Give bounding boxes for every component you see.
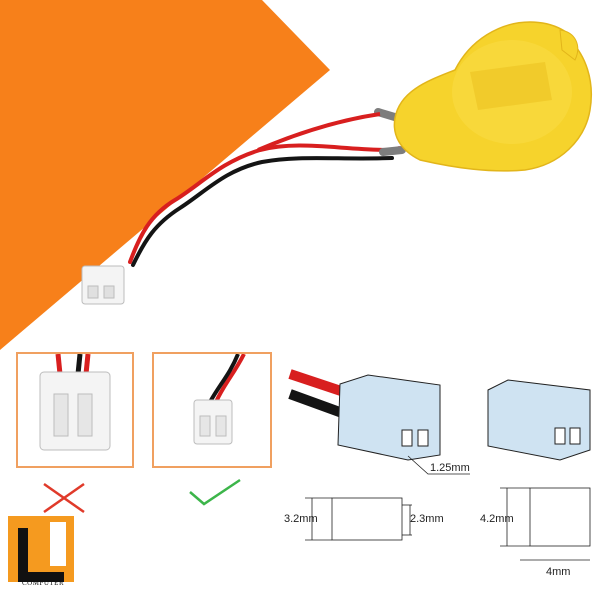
- diagram-small-slot-right: [417, 429, 429, 447]
- black-wire: [131, 156, 394, 267]
- correct-connector-photo: [193, 353, 246, 445]
- battery-tape: [470, 62, 552, 110]
- main-connector-slot-left: [87, 285, 99, 299]
- diagram-large-slot-left: [554, 427, 566, 445]
- label-small-width: 2.3mm: [410, 513, 444, 525]
- brand-logo: [8, 516, 74, 596]
- orange-background: [0, 0, 330, 350]
- wire-sleeve-bottom: [379, 146, 406, 156]
- label-pitch: 1.25mm: [430, 462, 470, 474]
- profile-large: [500, 487, 591, 561]
- red-wire-upper: [257, 112, 381, 152]
- wrong-connector-box: [16, 352, 134, 468]
- connector-diagram-small: [288, 369, 470, 475]
- diagram-large-slot-right: [569, 427, 581, 445]
- check-icon: [189, 478, 241, 506]
- diagram-pitch-line: [407, 455, 470, 475]
- main-connector-slot-right: [103, 285, 115, 299]
- diagram-small-housing: [337, 374, 441, 461]
- red-wire: [128, 143, 394, 264]
- wrong-connector-photo: [39, 353, 111, 451]
- diagram-wire-black: [288, 389, 347, 419]
- logo-text: COMPUTER: [22, 579, 65, 587]
- battery-tab: [559, 29, 579, 61]
- connector-diagram-large: [487, 379, 591, 461]
- profile-small: [305, 497, 412, 541]
- correct-connector-box: [152, 352, 272, 468]
- diagram-small-slot-left: [401, 429, 413, 447]
- label-large-width: 4mm: [546, 566, 571, 578]
- cross-icon: [43, 482, 85, 514]
- label-large-height: 4.2mm: [480, 513, 514, 525]
- diagram-large-housing: [487, 379, 591, 461]
- label-small-height: 3.2mm: [284, 513, 318, 525]
